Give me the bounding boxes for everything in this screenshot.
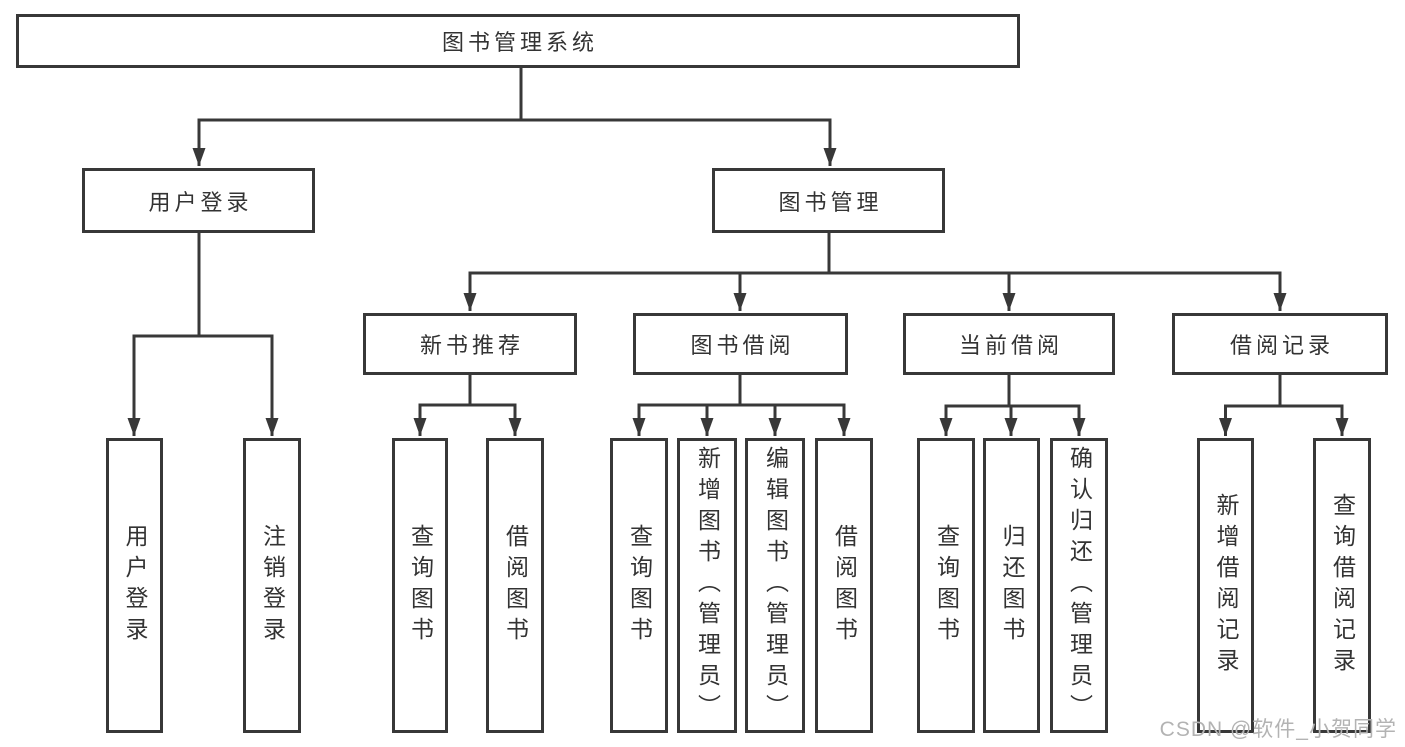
node-root: 图书管理系统	[16, 14, 1020, 68]
node-borrow-records: 借阅记录	[1172, 313, 1388, 375]
node-br-add-record: 新增借阅记录	[1197, 438, 1254, 733]
node-nbr-borrow-books: 借阅图书	[486, 438, 544, 733]
node-br-query-record: 查询借阅记录	[1313, 438, 1371, 733]
node-label: 查询借阅记录	[1329, 492, 1356, 679]
node-cb-confirm-return-admin: 确认归还（管理员）	[1050, 438, 1108, 733]
node-label: 查询图书	[626, 523, 653, 648]
node-cb-query-books: 查询图书	[917, 438, 975, 733]
node-label: 新增图书（管理员）	[694, 446, 721, 725]
node-user-login: 用户登录	[82, 168, 315, 233]
node-label: 归还图书	[999, 523, 1025, 648]
node-label: 用户登录	[148, 189, 253, 215]
node-label: 借阅图书	[502, 523, 529, 648]
node-logout: 注销登录	[243, 438, 301, 733]
node-new-book-recommend: 新书推荐	[363, 313, 577, 375]
node-label: 编辑图书（管理员）	[762, 446, 789, 725]
node-bb-query-books: 查询图书	[610, 438, 668, 733]
node-current-borrow: 当前借阅	[903, 313, 1115, 375]
node-user-login-leaf: 用户登录	[106, 438, 163, 733]
node-label: 借阅记录	[1229, 333, 1334, 358]
node-nbr-query-books: 查询图书	[392, 438, 448, 733]
node-label: 新书推荐	[419, 333, 524, 358]
node-label: 用户登录	[122, 523, 148, 648]
node-label: 查询图书	[933, 523, 960, 648]
node-bb-edit-books-admin: 编辑图书（管理员）	[745, 438, 805, 733]
node-bb-borrow-books: 借阅图书	[815, 438, 873, 733]
node-bb-add-books-admin: 新增图书（管理员）	[677, 438, 737, 733]
node-label: 借阅图书	[831, 523, 858, 648]
node-label: 图书借阅	[690, 333, 795, 358]
node-book-management: 图书管理	[712, 168, 945, 233]
node-label: 注销登录	[259, 523, 286, 648]
node-label: 查询图书	[407, 523, 434, 648]
csdn-watermark: CSDN @软件_小贺同学	[1159, 718, 1397, 741]
node-label: 新增借阅记录	[1213, 492, 1239, 679]
node-label: 确认归还（管理员）	[1066, 446, 1093, 725]
node-label: 图书管理系统	[441, 30, 598, 55]
node-book-borrow: 图书借阅	[633, 313, 848, 375]
node-label: 图书管理	[778, 189, 883, 215]
node-cb-return-books: 归还图书	[983, 438, 1040, 733]
node-label: 当前借阅	[958, 333, 1063, 358]
